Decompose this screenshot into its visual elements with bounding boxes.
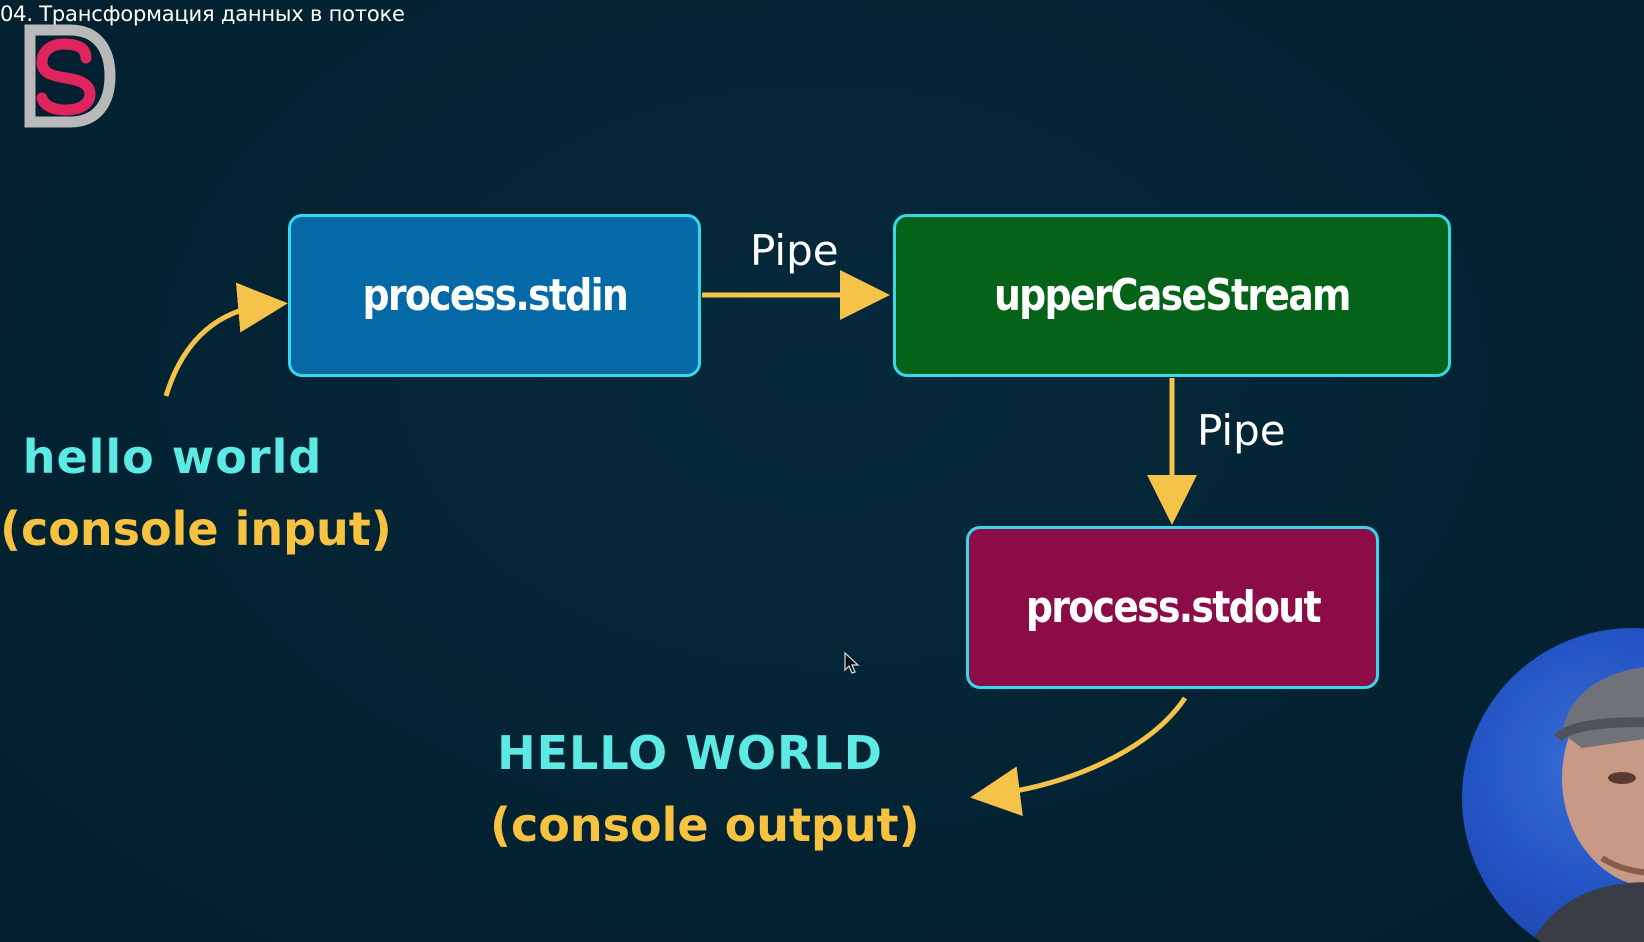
node-label-stdin: process.stdin xyxy=(362,270,628,321)
node-label-upper: upperCaseStream xyxy=(994,270,1351,321)
input-caption: hello world (console input) xyxy=(0,430,392,556)
input-note: (console input) xyxy=(0,502,392,556)
mouse-cursor-icon xyxy=(844,652,860,674)
node-process-stdout: process.stdout xyxy=(966,526,1379,689)
video-title: 04. Трансформация данных в потоке xyxy=(0,2,405,26)
output-note: (console output) xyxy=(490,798,920,852)
node-label-stdout: process.stdout xyxy=(1025,582,1322,633)
presenter-webcam xyxy=(1462,628,1644,942)
input-value: hello world xyxy=(22,430,323,484)
node-process-stdin: process.stdin xyxy=(288,214,701,377)
output-caption: HELLO WORLD (console output) xyxy=(490,726,920,852)
output-value: HELLO WORLD xyxy=(497,726,883,780)
ds-logo-icon xyxy=(24,24,116,128)
output-arrow xyxy=(970,696,1188,817)
pipe-label-1: Pipe xyxy=(750,226,839,275)
presenter-figure xyxy=(1532,667,1644,942)
node-upper-case-stream: upperCaseStream xyxy=(893,214,1451,377)
pipe-label-2: Pipe xyxy=(1197,406,1286,455)
input-arrow xyxy=(163,282,288,397)
